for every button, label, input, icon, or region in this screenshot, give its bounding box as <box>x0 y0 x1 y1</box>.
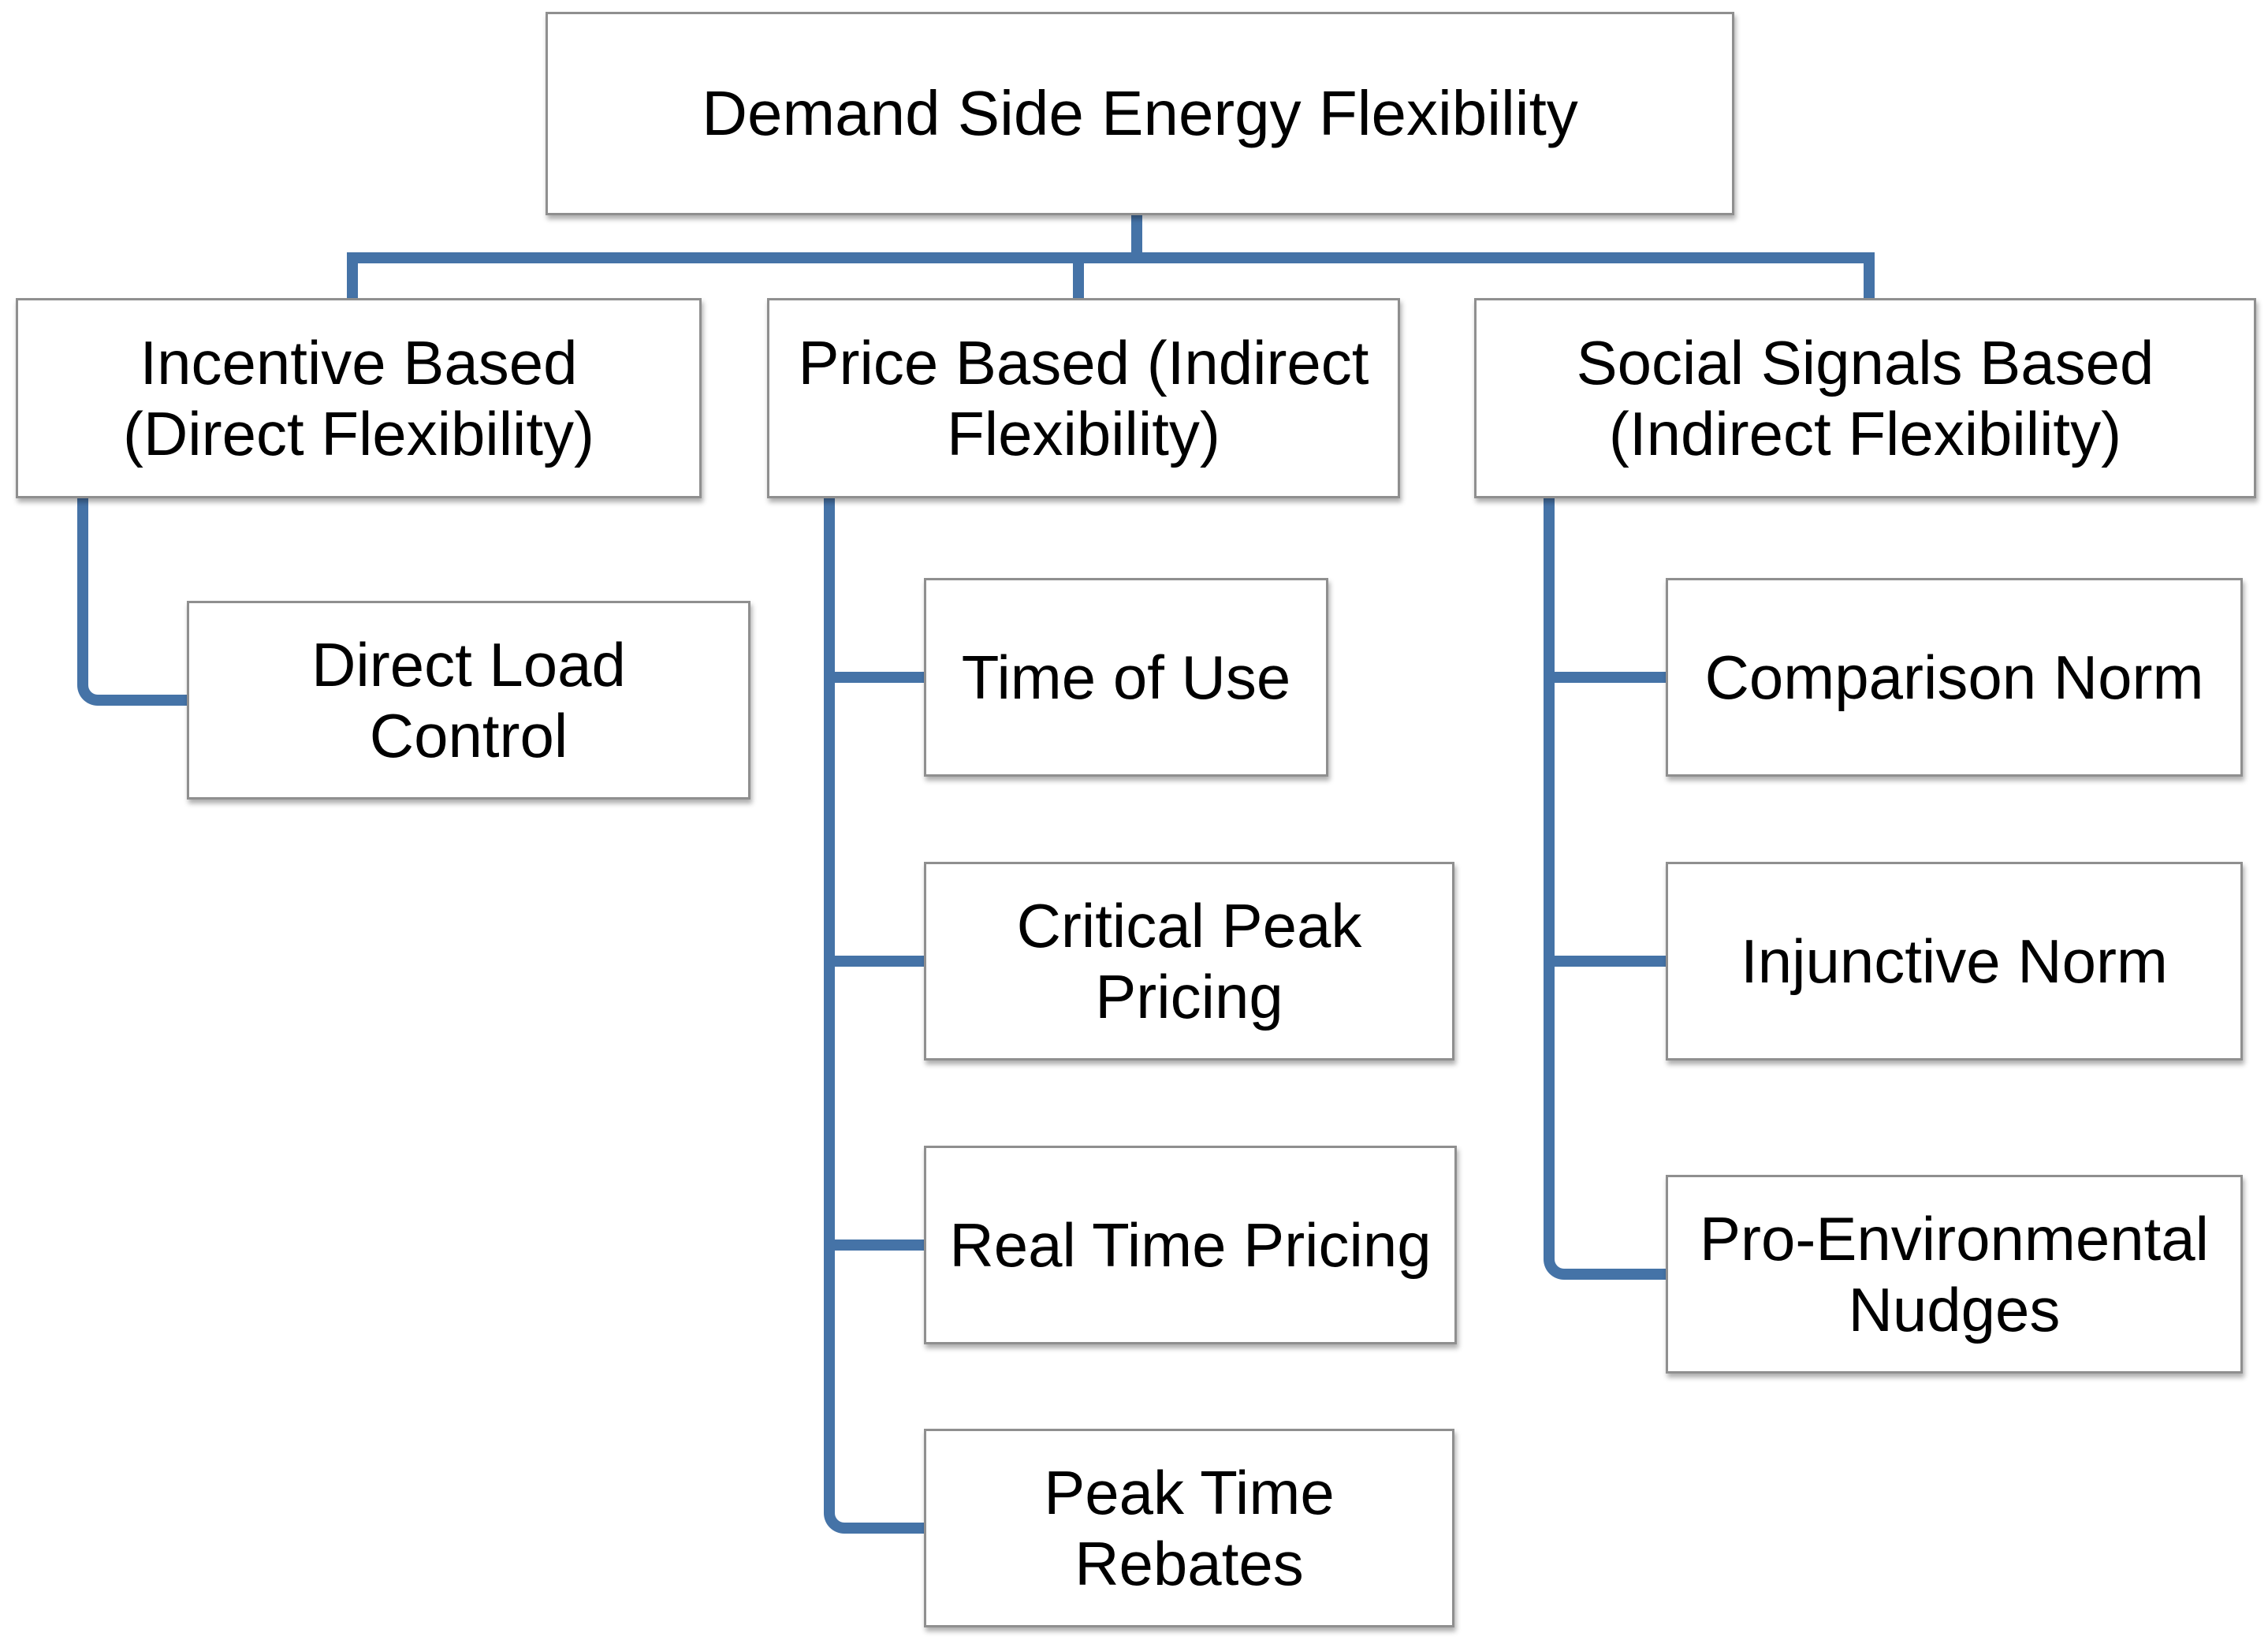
node-incentive-based: Incentive Based (Direct Flexibility) <box>16 298 702 498</box>
node-label: Injunctive Norm <box>1741 926 2168 996</box>
node-label: Critical Peak Pricing <box>1016 890 1362 1031</box>
node-label: Direct Load Control <box>311 629 626 770</box>
node-label: Social Signals Based (Indirect Flexibili… <box>1576 327 2154 468</box>
node-label: Pro-Environmental Nudges <box>1700 1203 2209 1344</box>
node-label: Time of Use <box>961 642 1291 712</box>
node-pro-environmental-nudges: Pro-Environmental Nudges <box>1666 1175 2243 1374</box>
connector-trunk-social-signals <box>1544 497 1666 1280</box>
connector-drop-incentive-based <box>347 252 358 300</box>
node-label: Incentive Based (Direct Flexibility) <box>122 327 595 468</box>
connector-main-bar <box>347 252 1875 263</box>
node-critical-peak-pricing: Critical Peak Pricing <box>924 862 1454 1061</box>
connector-stub-comparison-norm <box>1549 672 1666 683</box>
node-label: Real Time Pricing <box>949 1210 1432 1280</box>
connector-root-stub <box>1131 214 1142 255</box>
node-direct-load-control: Direct Load Control <box>187 601 750 800</box>
node-comparison-norm: Comparison Norm <box>1666 578 2243 777</box>
connector-drop-social-signals <box>1864 252 1875 300</box>
node-label: Peak Time Rebates <box>1044 1457 1335 1598</box>
connector-stub-time-of-use <box>829 672 924 683</box>
connector-stub-injunctive-norm <box>1549 956 1666 967</box>
node-injunctive-norm: Injunctive Norm <box>1666 862 2243 1061</box>
node-time-of-use: Time of Use <box>924 578 1328 777</box>
node-peak-time-rebates: Peak Time Rebates <box>924 1429 1454 1627</box>
connector-drop-price-based <box>1073 252 1084 300</box>
connector-stub-real-time-pricing <box>829 1240 924 1251</box>
node-demand-side-energy-flexibility: Demand Side Energy Flexibility <box>546 12 1734 215</box>
node-label: Price Based (Indirect Flexibility) <box>798 327 1369 468</box>
node-label: Demand Side Energy Flexibility <box>702 77 1578 148</box>
node-price-based: Price Based (Indirect Flexibility) <box>767 298 1400 498</box>
node-social-signals-based: Social Signals Based (Indirect Flexibili… <box>1474 298 2256 498</box>
node-real-time-pricing: Real Time Pricing <box>924 1146 1457 1344</box>
connector-trunk-price-based <box>824 497 924 1534</box>
connector-trunk-incentive-based <box>77 497 187 706</box>
connector-stub-critical-peak-pricing <box>829 956 924 967</box>
node-label: Comparison Norm <box>1704 642 2204 712</box>
